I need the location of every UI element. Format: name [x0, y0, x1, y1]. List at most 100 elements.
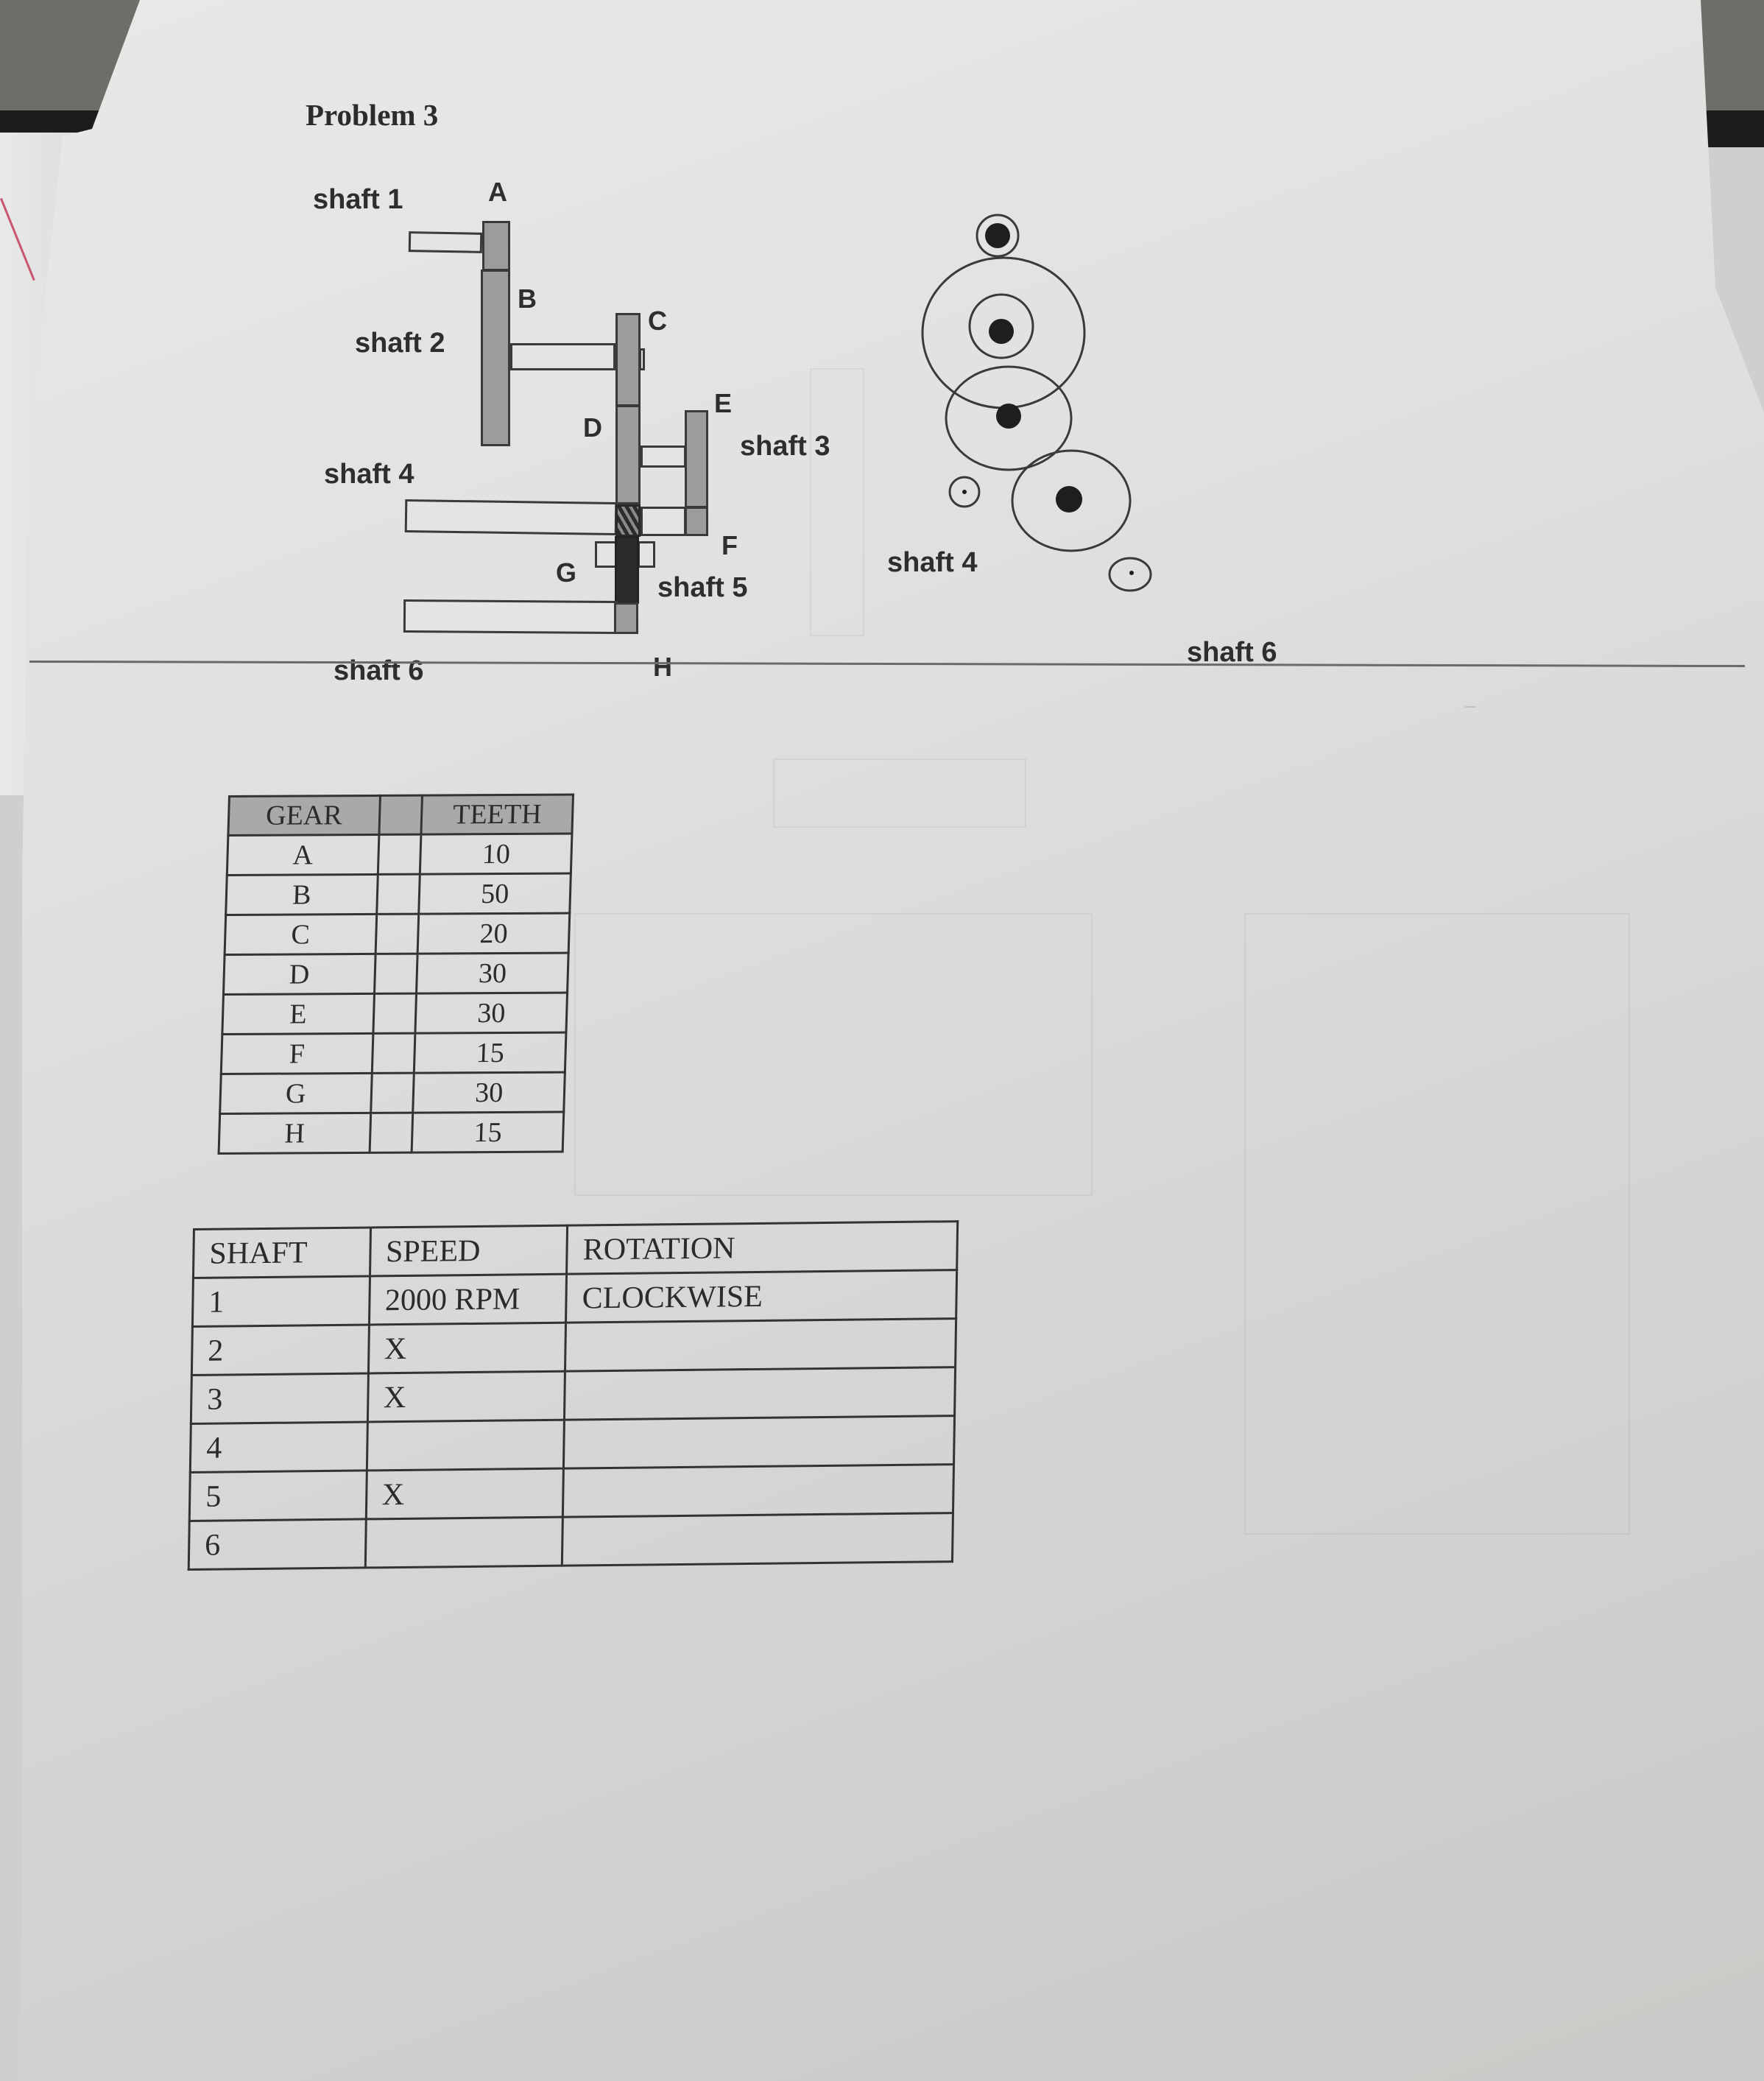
label-shaft-2: shaft 2: [355, 328, 445, 359]
header-teeth: TEETH: [421, 795, 574, 835]
header-blank: [378, 795, 423, 835]
gear-cell: A: [227, 834, 379, 876]
shaft-3: [641, 446, 686, 468]
speed-cell[interactable]: X: [365, 1468, 564, 1519]
rotation-cell[interactable]: CLOCKWISE: [565, 1270, 957, 1323]
gear-g-right: [638, 541, 655, 568]
gear-cell: D: [223, 954, 375, 995]
gear-h: [614, 602, 638, 634]
gear-cell: C: [225, 914, 377, 955]
gear-cell: G: [219, 1073, 372, 1114]
shaft-5-hub-icon: [1056, 486, 1082, 513]
gear-table-header-row: GEAR TEETH: [227, 795, 574, 836]
blank-cell: [371, 1033, 416, 1074]
shaft-cell: 2: [191, 1324, 369, 1376]
show-through-handwriting: ‾: [1465, 703, 1476, 729]
gear-g-circle: [1011, 449, 1132, 552]
label-gear-h: H: [653, 652, 672, 682]
show-through-box: [773, 758, 1026, 828]
table-row: C 20: [225, 913, 570, 955]
rotation-cell[interactable]: [563, 1415, 955, 1469]
shaft-6: [403, 599, 618, 635]
label-gear-g: G: [556, 557, 577, 588]
teeth-cell: 20: [417, 913, 570, 954]
gear-a-circle: [976, 214, 1020, 258]
gear-cell: E: [222, 993, 375, 1035]
header-rotation: ROTATION: [566, 1221, 958, 1275]
shaft-table-header-row: SHAFT SPEED ROTATION: [193, 1221, 958, 1278]
shaft-3-hub-icon: [996, 404, 1021, 429]
blank-cell: [375, 914, 420, 954]
gear-a: [482, 221, 510, 271]
gear-c: [615, 313, 641, 406]
shaft-cell: 6: [188, 1518, 366, 1570]
blank-cell: [377, 834, 422, 875]
shaft-cell: 3: [191, 1373, 368, 1424]
speed-cell[interactable]: 2000 RPM: [368, 1274, 567, 1325]
gear-hatched-hub: [615, 504, 641, 537]
label-shaft-4: shaft 4: [324, 459, 414, 490]
blank-cell: [370, 1073, 414, 1113]
speed-cell[interactable]: X: [367, 1323, 566, 1373]
gear-c-circle: [968, 293, 1034, 359]
blank-cell: [369, 1113, 414, 1153]
teeth-cell: 30: [413, 1072, 565, 1113]
gear-cell: F: [221, 1033, 373, 1074]
problem-title: Problem 3: [306, 98, 439, 132]
shaft-cell: 4: [190, 1421, 367, 1473]
speed-cell[interactable]: [366, 1420, 565, 1471]
rotation-cell[interactable]: [565, 1318, 956, 1372]
table-row: A 10: [227, 834, 572, 876]
gear-d-e-circle: [945, 365, 1073, 471]
end-label-shaft-6: shaft 6: [1187, 637, 1277, 668]
shaft-1-hub-icon: [985, 223, 1010, 248]
table-row: 4: [190, 1415, 955, 1473]
rotation-cell[interactable]: [564, 1367, 956, 1420]
show-through-table: [1244, 913, 1630, 1535]
shaft-4: [404, 499, 618, 536]
rotation-cell[interactable]: [562, 1513, 953, 1566]
blank-cell: [373, 993, 417, 1034]
label-shaft-6: shaft 6: [334, 655, 424, 686]
teeth-cell: 50: [419, 873, 571, 915]
shaft-cell: 5: [189, 1470, 367, 1521]
gear-d: [615, 405, 641, 504]
label-gear-b: B: [518, 284, 537, 314]
label-gear-c: C: [648, 306, 667, 336]
label-gear-e: E: [714, 388, 733, 418]
label-gear-d: D: [583, 412, 602, 443]
speed-cell[interactable]: [364, 1517, 563, 1568]
gear-b: [481, 270, 510, 446]
gear-e: [685, 410, 708, 508]
teeth-cell: 10: [420, 834, 572, 875]
shaft-6-gear-circle: [1108, 557, 1152, 592]
label-gear-a: A: [488, 177, 507, 207]
shaft-6-hub-icon: [1129, 571, 1134, 575]
teeth-cell: 15: [412, 1112, 564, 1153]
header-shaft: SHAFT: [193, 1227, 371, 1278]
show-through-box: [810, 368, 864, 636]
end-label-shaft-4: shaft 4: [887, 547, 978, 578]
label-shaft-5: shaft 5: [657, 572, 748, 603]
table-row: D 30: [223, 953, 569, 995]
teeth-cell: 30: [416, 953, 569, 994]
header-speed: SPEED: [370, 1225, 568, 1276]
shaft-5: [615, 536, 639, 604]
shaft-4-hub-icon: [962, 490, 967, 494]
rotation-cell[interactable]: [562, 1464, 954, 1518]
speed-cell[interactable]: X: [367, 1371, 565, 1422]
label-gear-f: F: [722, 530, 738, 560]
table-row: 6: [188, 1513, 953, 1570]
table-row: G 30: [219, 1072, 565, 1114]
label-shaft-1: shaft 1: [313, 184, 403, 215]
shaft-2: [510, 343, 615, 370]
